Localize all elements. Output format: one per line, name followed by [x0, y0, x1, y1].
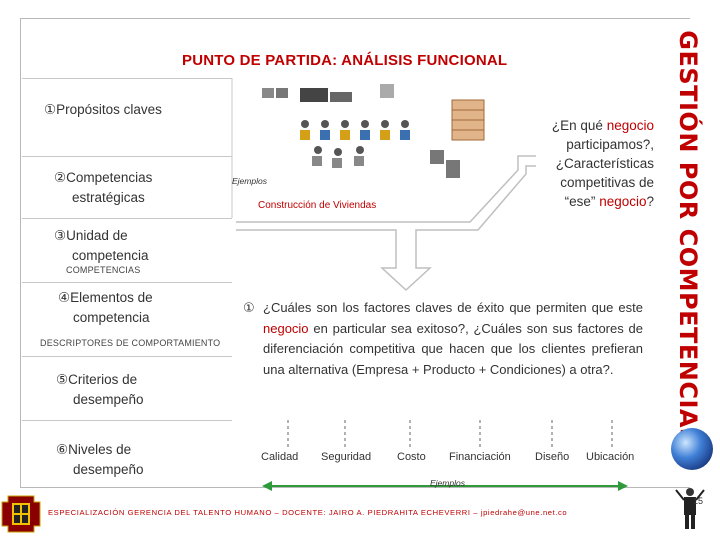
business-question-part: ¿En qué: [552, 118, 607, 133]
down-arrow-outline: [236, 166, 536, 290]
construction-cluster-illustration: [262, 84, 484, 178]
success-question-highlight: negocio: [263, 321, 309, 336]
factor-label: Financiación: [449, 451, 511, 463]
examples-label: Ejemplos: [232, 176, 267, 186]
business-question-highlight: negocio: [607, 118, 654, 133]
unused5: [236, 217, 470, 230]
success-factors-question: ① ¿Cuáles son los factores claves de éxi…: [243, 298, 643, 380]
unused4: [236, 223, 470, 230]
factor-label: Ubicación: [586, 451, 634, 463]
business-question: ¿En qué negocio participamos?, ¿Caracter…: [530, 116, 654, 211]
arrow-head-left: [262, 481, 272, 491]
arrow-head-right: [618, 481, 628, 491]
business-question-part: ?: [646, 194, 654, 209]
success-factors-body: ¿Cuáles son los factores claves de éxito…: [243, 298, 643, 380]
success-question-part: ¿Cuáles son los factores claves de éxito…: [263, 300, 643, 315]
factor-label: Costo: [397, 451, 426, 463]
success-question-part: en particular sea exitoso?, ¿Cuáles son …: [263, 321, 643, 377]
factor-label: Calidad: [261, 451, 298, 463]
example-caption: Construcción de Viviendas: [258, 200, 376, 211]
examples-label-bottom: Ejemplos: [430, 478, 465, 488]
page-number: 15: [693, 496, 703, 506]
businessman-figure: [676, 488, 704, 529]
crest-logo: [2, 496, 40, 532]
question-link-line: [236, 156, 536, 222]
factor-label: Seguridad: [321, 451, 371, 463]
footer-text: ESPECIALIZACIÓN GERENCIA DEL TALENTO HUM…: [48, 508, 567, 517]
question-number: ①: [243, 298, 255, 319]
factor-label: Diseño: [535, 451, 569, 463]
business-question-highlight: negocio: [599, 194, 646, 209]
globe-icon: [671, 428, 713, 470]
